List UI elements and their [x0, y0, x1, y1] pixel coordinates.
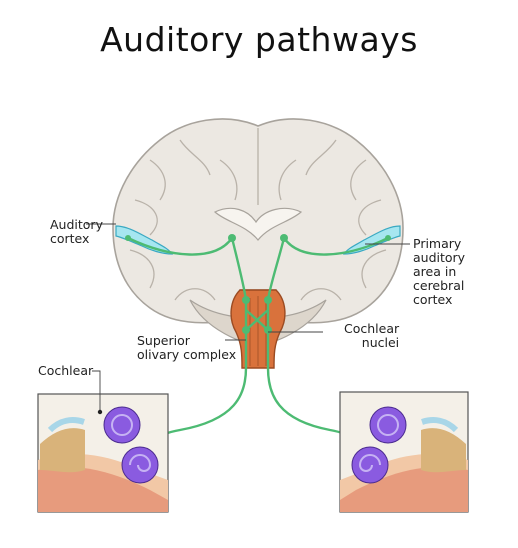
auditory-cortex-right [342, 225, 401, 255]
label-line: area in [413, 264, 457, 279]
label-line: cortex [413, 292, 453, 307]
cochlea-inset-left [37, 393, 169, 513]
label-line: Cochlear [344, 321, 400, 336]
label-line: cerebral [413, 278, 465, 293]
label-line: auditory [413, 250, 466, 265]
diagram-title: Auditory pathways [100, 20, 418, 59]
cochlea-icon [103, 406, 159, 484]
cochlea-inset-right [339, 391, 469, 513]
label-auditory-cortex: Auditory cortex [50, 218, 103, 246]
label-leader-lines [86, 223, 410, 410]
auditory-cortex-left [115, 225, 174, 255]
label-superior-olivary-complex: Superior olivary complex [137, 334, 236, 362]
label-cochlear: Cochlear [38, 363, 94, 378]
brain-section [112, 118, 404, 369]
label-line: olivary complex [137, 347, 237, 362]
label-primary-auditory-area: Primary auditory area in cerebral cortex [413, 237, 465, 307]
label-line: Superior [137, 333, 190, 348]
cochlea-icon [351, 406, 407, 484]
label-line: Primary [413, 236, 462, 251]
label-cochlear-nuclei: Cochlear nuclei [344, 322, 399, 350]
lateral-ventricles [213, 207, 303, 241]
label-line: nuclei [361, 335, 400, 350]
label-line: cortex [50, 231, 90, 246]
label-line: Auditory [50, 217, 103, 232]
